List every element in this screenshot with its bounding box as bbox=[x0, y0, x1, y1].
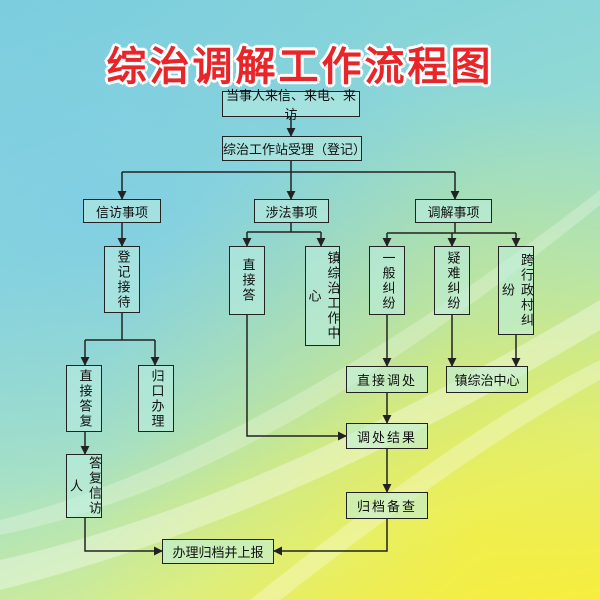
node-register: 登记接待 bbox=[104, 246, 140, 313]
node-party: 当事人来信、来电、来访 bbox=[222, 89, 360, 123]
node-mediation: 调解事项 bbox=[415, 199, 492, 223]
page-title: 综治调解工作流程图 bbox=[106, 44, 494, 90]
node-general: 一般纠纷 bbox=[369, 246, 405, 315]
node-direct-answer: 直接答复 bbox=[66, 365, 102, 432]
node-reply: 答复信访人 bbox=[66, 454, 102, 518]
node-return: 归口办理 bbox=[138, 365, 174, 432]
node-direct-handle: 直接调处 bbox=[346, 366, 428, 393]
node-petition: 信访事项 bbox=[83, 199, 161, 223]
node-town-center: 镇综治中心 bbox=[446, 366, 528, 393]
node-legal-direct: 直接答 bbox=[229, 246, 265, 315]
node-archive: 归档备查 bbox=[346, 492, 428, 519]
node-difficult: 疑难纠纷 bbox=[434, 246, 470, 315]
node-station: 综治工作站受理（登记） bbox=[222, 136, 366, 161]
node-legal: 涉法事项 bbox=[254, 199, 329, 223]
node-result: 调处结果 bbox=[346, 423, 428, 449]
node-town-center-vertical: 镇综治工作中心 bbox=[305, 246, 340, 346]
node-cross: 跨行政村纠纷 bbox=[498, 246, 534, 335]
node-report: 办理归档并上报 bbox=[162, 539, 274, 564]
